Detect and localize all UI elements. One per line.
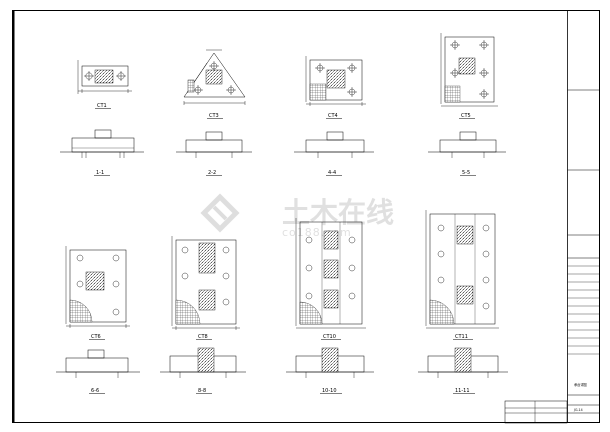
plan-ct11: CT11 [425, 210, 499, 340]
section-label-5-5: 5-5 [462, 170, 470, 176]
plan-label-ct5: CT5 [461, 113, 471, 119]
watermark-logo-icon [200, 193, 240, 233]
section-label-8-8: 8-8 [198, 388, 206, 394]
plan-label-ct11: CT11 [455, 334, 468, 340]
plan-ct8: CT8 [171, 236, 240, 340]
section-2-2: 2-2 [176, 131, 252, 176]
plan-ct6: CT6 [65, 246, 130, 340]
section-label-10-10: 10-10 [322, 388, 337, 394]
section-11-11: 11-11 [418, 347, 508, 394]
section-10-10: 10-10 [286, 347, 374, 394]
section-label-11-11: 11-11 [455, 388, 470, 394]
title-block: JG-14 承台详图 [567, 10, 600, 423]
section-label-6-6: 6-6 [91, 388, 99, 394]
section-label-1-1: 1-1 [96, 170, 104, 176]
plan-label-ct6: CT6 [91, 334, 101, 340]
section-5-5: 5-5 [428, 131, 506, 176]
section-6-6: 6-6 [56, 349, 140, 394]
drawing-number: JG-14 [573, 408, 583, 412]
plan-label-ct1: CT1 [97, 103, 107, 109]
plan-ct5: CT5 [440, 33, 498, 119]
plan-ct10: CT10 [295, 218, 366, 340]
section-1-1: 1-1 [60, 129, 144, 176]
plan-ct4: CT4 [305, 56, 366, 119]
watermark: 土木在线 co188.com [200, 193, 394, 239]
notes-box [504, 400, 568, 424]
plan-ct1: CT1 [77, 60, 132, 109]
left-margin-strip [12, 10, 15, 423]
sheet-title: 承台详图 [574, 382, 587, 387]
plan-ct3: CT3 [183, 49, 246, 119]
section-4-4: 4-4 [294, 131, 374, 176]
plan-label-ct3: CT3 [209, 113, 219, 119]
plan-label-ct8: CT8 [198, 334, 208, 340]
watermark-text: 土木在线 [282, 196, 394, 229]
section-label-2-2: 2-2 [208, 170, 216, 176]
section-label-4-4: 4-4 [328, 170, 336, 176]
section-8-8: 8-8 [160, 347, 246, 394]
watermark-subtext: co188.com [282, 226, 352, 239]
plan-label-ct4: CT4 [328, 113, 338, 119]
plan-label-ct10: CT10 [323, 334, 336, 340]
